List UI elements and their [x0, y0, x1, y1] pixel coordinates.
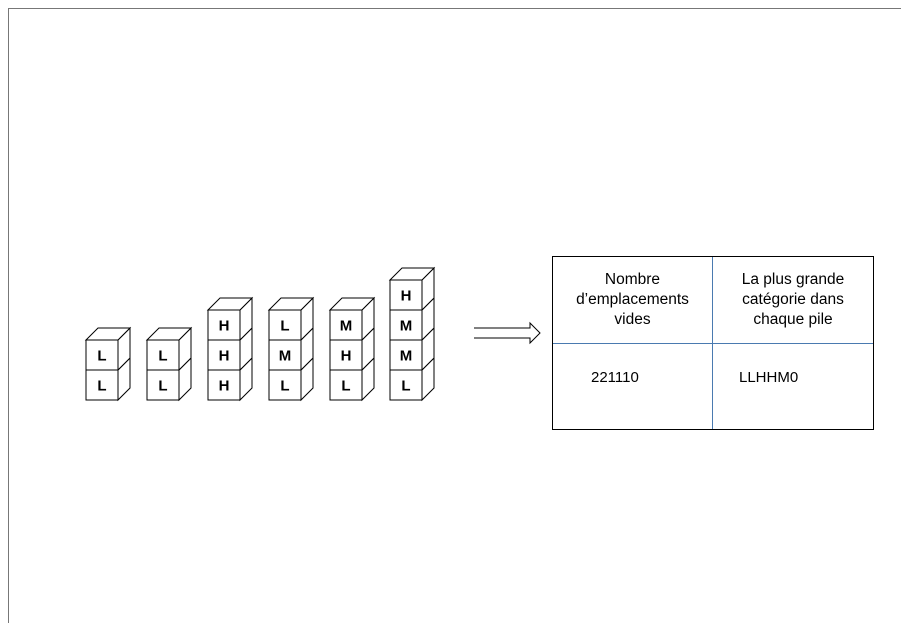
cube: H — [206, 296, 254, 342]
header-largest-category: La plus grande catégorie dans chaque pil… — [713, 261, 873, 339]
cube-label: L — [280, 318, 289, 335]
cube: M — [389, 296, 435, 342]
page-border-left — [8, 8, 9, 623]
cube-label: M — [340, 318, 353, 335]
header-largest-category-text: La plus grande catégorie dans chaque pil… — [741, 271, 845, 328]
cube: H — [388, 266, 436, 312]
cube: L — [145, 326, 193, 372]
cube-label: M — [400, 348, 413, 365]
cube: M — [389, 326, 435, 372]
header-empty-slots-text: Nombre d’emplacements vides — [576, 271, 689, 328]
cube: M — [328, 296, 376, 342]
table-divider-horizontal — [553, 343, 873, 344]
cube: L — [267, 296, 315, 342]
cube-label: L — [97, 378, 106, 395]
value-largest-category: LLHHM0 — [739, 369, 799, 386]
cube: M — [268, 326, 314, 372]
cube: L — [85, 356, 131, 402]
page-border-top — [8, 8, 901, 9]
header-empty-slots: Nombre d’emplacements vides — [553, 261, 712, 339]
stack-3: HHH — [206, 296, 254, 402]
cube-label: L — [97, 348, 106, 365]
cube-label: H — [219, 348, 230, 365]
cube-label: L — [158, 378, 167, 395]
cube-label: L — [401, 378, 410, 395]
cube-label: H — [219, 318, 230, 335]
stack-4: LML — [267, 296, 315, 402]
cube-label: L — [280, 378, 289, 395]
summary-table: Nombre d’emplacements vides La plus gran… — [552, 256, 874, 430]
stack-2: LL — [145, 326, 193, 402]
value-empty-slots: 221110 — [591, 369, 639, 386]
cube-label: H — [219, 378, 230, 395]
stack-5: LHM — [328, 296, 376, 402]
cube-label: L — [158, 348, 167, 365]
cube: H — [329, 326, 375, 372]
cube: L — [84, 326, 132, 372]
cube: H — [207, 356, 253, 402]
cube-label: M — [279, 348, 292, 365]
cube: H — [207, 326, 253, 372]
cube: L — [268, 356, 314, 402]
cube: L — [329, 356, 375, 402]
cube-label: H — [401, 288, 412, 305]
arrow-right-icon — [474, 321, 541, 345]
cube: L — [389, 356, 435, 402]
cube-label: H — [341, 348, 352, 365]
stack-1: LL — [84, 326, 132, 402]
cube-label: L — [341, 378, 350, 395]
cube-label: M — [400, 318, 413, 335]
